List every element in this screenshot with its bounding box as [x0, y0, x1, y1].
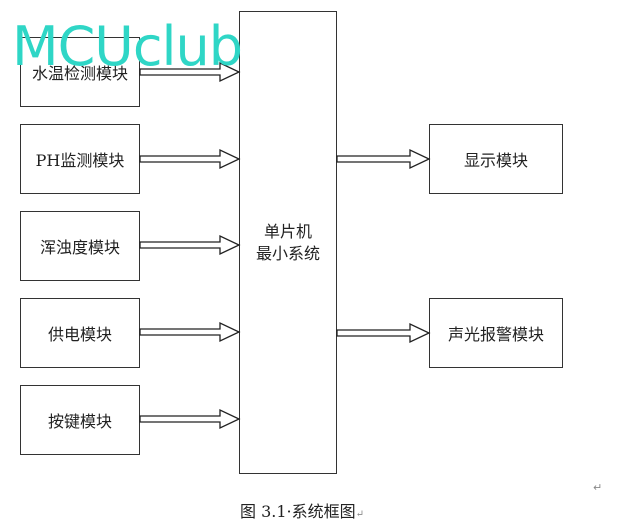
arrow-keys-to-mcu	[139, 408, 241, 430]
watermark-logo: MCUclub	[12, 15, 243, 78]
input-module-label: 按键模块	[47, 412, 112, 431]
input-module-label: 浑浊度模块	[39, 238, 120, 257]
arrow-ph-to-mcu	[139, 148, 241, 170]
mcu-label-line1: 单片机	[263, 221, 312, 241]
arrow-power-to-mcu	[139, 321, 241, 343]
arrow-mcu-to-alarm	[336, 322, 431, 344]
input-module-power: 供电模块	[20, 298, 140, 368]
figure-caption-text: 图 3.1·系统框图	[240, 502, 356, 521]
input-module-keys: 按键模块	[20, 385, 140, 455]
input-module-water-temp: 水温检测模块	[20, 37, 140, 107]
output-module-label: 显示模块	[463, 151, 528, 170]
mcu-label-line2: 最小系统	[255, 243, 320, 263]
figure-caption: 图 3.1·系统框图↵	[240, 498, 364, 522]
output-module-display: 显示模块	[429, 124, 563, 194]
input-module-label: 水温检测模块	[31, 64, 128, 83]
mcu-minimum-system: 单片机 最小系统	[239, 11, 337, 474]
input-module-label: 供电模块	[47, 325, 112, 344]
input-module-ph: PH监测模块	[20, 124, 140, 194]
output-module-alarm: 声光报警模块	[429, 298, 563, 368]
input-module-label: PH监测模块	[35, 151, 125, 170]
paragraph-mark-right: ↵	[593, 481, 603, 494]
input-module-turbidity: 浑浊度模块	[20, 211, 140, 281]
arrow-water-temp-to-mcu	[139, 61, 241, 83]
paragraph-mark: ↵	[355, 509, 365, 520]
arrow-turbidity-to-mcu	[139, 234, 241, 256]
output-module-label: 声光报警模块	[447, 325, 544, 344]
arrow-mcu-to-display	[336, 148, 431, 170]
